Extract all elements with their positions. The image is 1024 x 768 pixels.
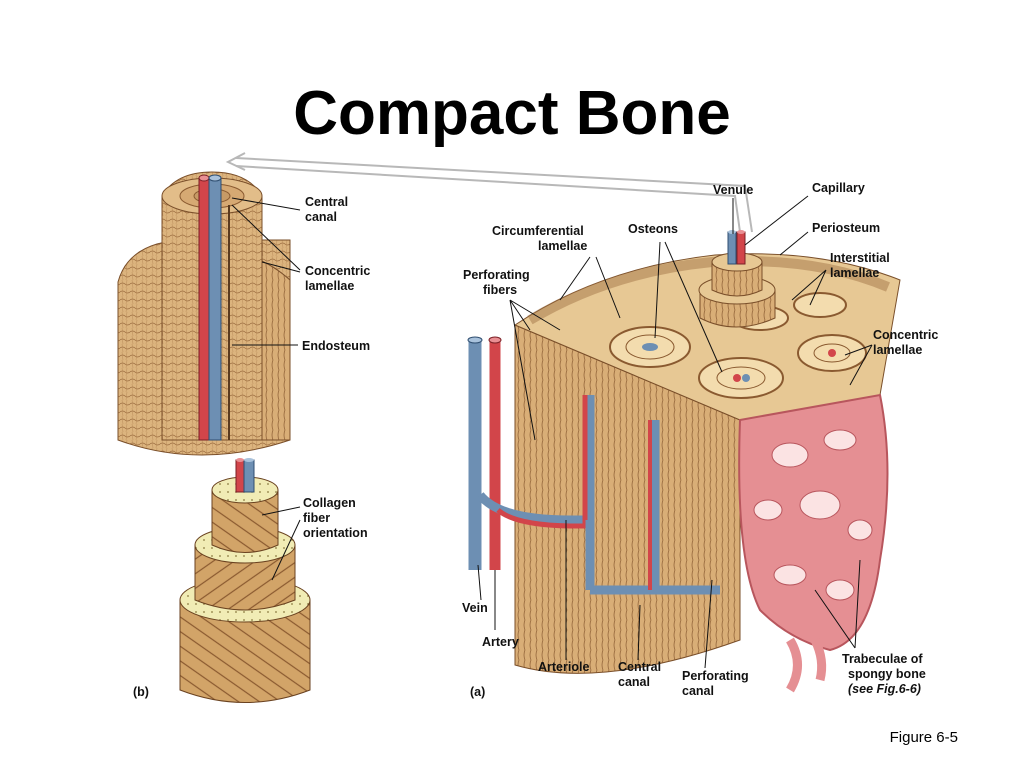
bone-wedge xyxy=(513,230,901,693)
figure-number: Figure 6-5 xyxy=(889,729,958,746)
label-venule: Venule xyxy=(713,183,753,197)
label-capillary: Capillary xyxy=(812,181,865,195)
label-b-central-canal: Central canal xyxy=(305,195,352,224)
label-interstitial-1: Interstitial xyxy=(830,251,890,265)
label-a-concentric-2: lamellae xyxy=(873,343,922,357)
label-vein: Vein xyxy=(462,601,488,615)
label-circumferential-lamellae: Circumferential lamellae xyxy=(492,224,587,253)
label-trabeculae-1: Trabeculae of xyxy=(842,652,923,666)
label-a-concentric-lamellae: Concentric lamellae xyxy=(873,328,942,357)
label-perforating-fibers-2: fibers xyxy=(483,283,517,297)
connector-arrow xyxy=(225,152,753,233)
label-circumferential-2: lamellae xyxy=(538,239,587,253)
label-b-concentric-1: Concentric xyxy=(305,264,370,278)
osteon-rings xyxy=(609,292,867,399)
label-perforating-fibers-1: Perforating xyxy=(463,268,530,282)
label-perforating-canal-1: Perforating xyxy=(682,669,749,683)
label-a-central-canal-1: Central xyxy=(618,660,661,674)
panel-a-leaders xyxy=(477,195,873,669)
label-b-collagen-2: fiber xyxy=(303,511,330,525)
osteon-cutaway xyxy=(117,171,291,456)
label-osteons: Osteons xyxy=(628,222,678,236)
label-b-collagen-1: Collagen xyxy=(303,496,356,510)
label-arteriole: Arteriole xyxy=(538,660,589,674)
label-perforating-canal-2: canal xyxy=(682,684,714,698)
panel-a-vessels xyxy=(467,336,720,595)
panel-a-tag: (a) xyxy=(470,685,485,699)
label-b-collagen-3: orientation xyxy=(303,526,368,540)
label-b-concentric-lamellae: Concentric lamellae xyxy=(305,264,374,293)
label-interstitial-2: lamellae xyxy=(830,266,879,280)
label-a-concentric-1: Concentric xyxy=(873,328,938,342)
label-a-central-canal-2: canal xyxy=(618,675,650,689)
label-perforating-fibers: Perforating fibers xyxy=(463,268,533,297)
label-b-central-canal-1: Central xyxy=(305,195,348,209)
label-perforating-canal: Perforating canal xyxy=(682,669,752,698)
label-see-fig: (see Fig.6-6) xyxy=(848,682,921,696)
label-trabeculae-2: spongy bone xyxy=(848,667,926,681)
label-b-central-canal-2: canal xyxy=(305,210,337,224)
slide-title: Compact Bone xyxy=(293,79,731,148)
label-periosteum: Periosteum xyxy=(812,221,880,235)
label-trabeculae: Trabeculae of spongy bone xyxy=(842,652,926,681)
label-interstitial-lamellae: Interstitial lamellae xyxy=(830,251,893,280)
label-b-endosteum: Endosteum xyxy=(302,339,370,353)
label-b-concentric-2: lamellae xyxy=(305,279,354,293)
collagen-fiber-stack xyxy=(179,458,311,703)
panel-b-leaders xyxy=(231,197,301,581)
label-b-collagen-fiber-orientation: Collagen fiber orientation xyxy=(303,496,368,540)
spongy-bone xyxy=(738,393,889,693)
label-artery: Artery xyxy=(482,635,519,649)
panel-b-tag: (b) xyxy=(133,685,149,699)
label-circumferential-1: Circumferential xyxy=(492,224,584,238)
label-a-central-canal: Central canal xyxy=(618,660,665,689)
